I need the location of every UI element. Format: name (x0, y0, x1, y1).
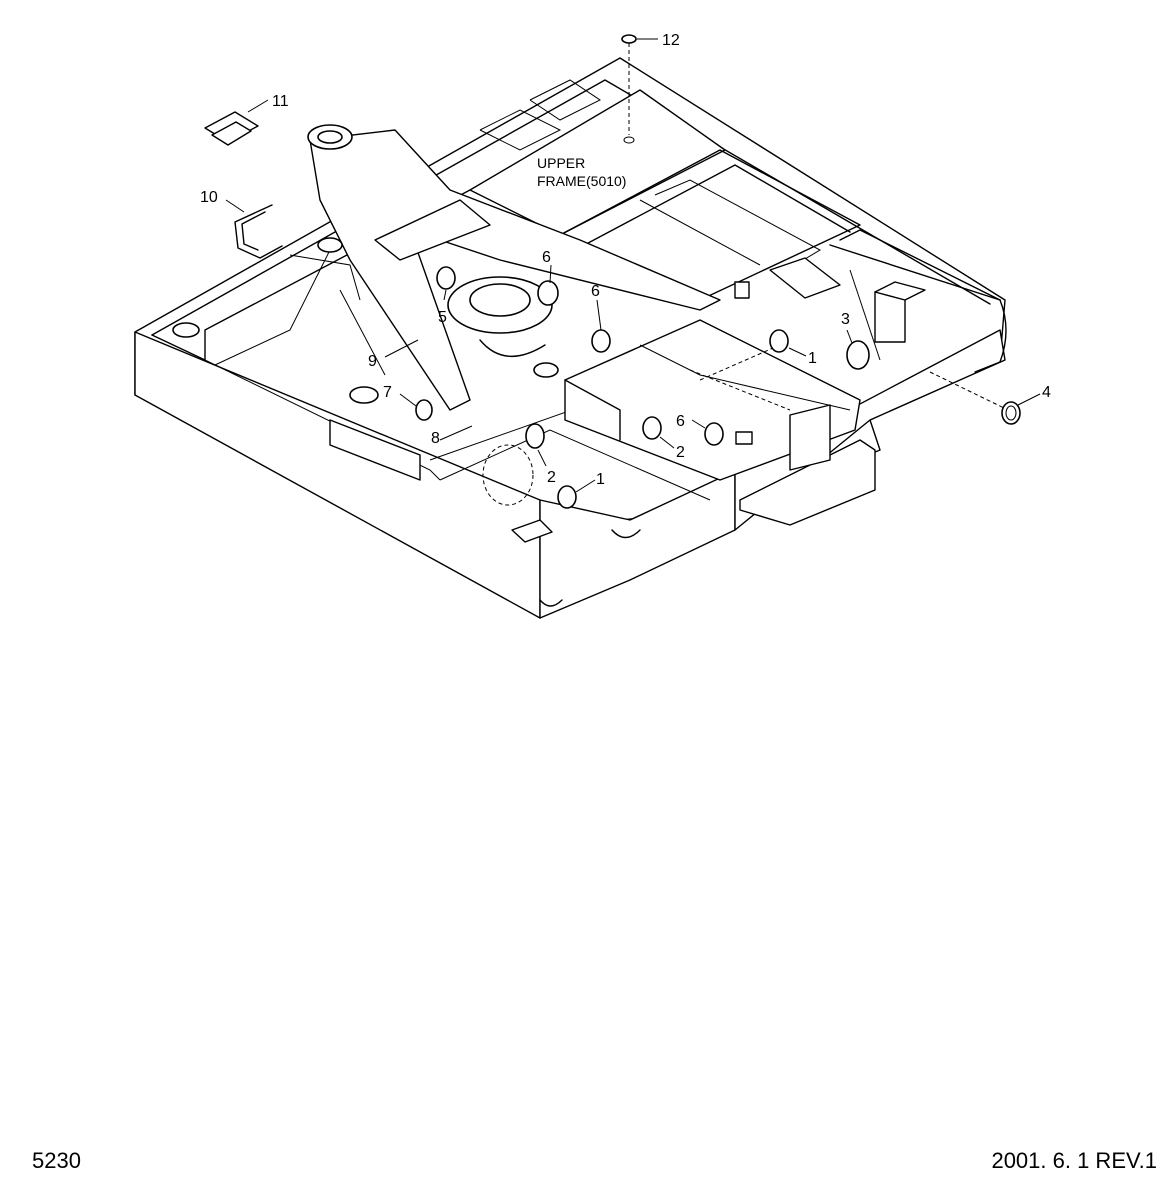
page-number: 5230 (32, 1148, 81, 1173)
callout-7: 7 (383, 384, 392, 401)
callout-numbers: 12 11 10 6 6 5 3 1 9 4 7 6 8 2 2 1 (200, 32, 1051, 488)
part-10-bracket (225, 199, 283, 259)
part-11-grommet (204, 99, 269, 146)
callout-11: 11 (272, 93, 289, 110)
callout-3: 3 (841, 311, 850, 328)
callout-10: 10 (200, 189, 218, 206)
callout-9: 9 (368, 353, 377, 370)
callout-6c: 6 (676, 413, 685, 430)
frame-label: UPPER FRAME(5010) (537, 155, 626, 189)
callout-leaders (384, 264, 853, 493)
callout-4: 4 (1042, 384, 1051, 401)
callout-2b: 2 (547, 469, 556, 486)
callout-2a: 2 (676, 444, 685, 461)
callout-6a: 6 (542, 249, 551, 266)
callout-1a: 1 (808, 350, 817, 367)
grommet-rings (415, 266, 870, 509)
callout-1b: 1 (596, 471, 605, 488)
part-4-ring (929, 371, 1041, 425)
callout-8: 8 (431, 430, 440, 447)
callout-6b: 6 (591, 283, 600, 300)
part-12-cap (621, 34, 658, 144)
frame-label-line2: FRAME(5010) (537, 173, 626, 189)
callout-12: 12 (662, 32, 680, 49)
revision-date: 2001. 6. 1 REV.1 (991, 1148, 1157, 1173)
frame-label-line1: UPPER (537, 155, 585, 171)
callout-5: 5 (438, 309, 447, 326)
upper-frame-body (134, 57, 1007, 619)
